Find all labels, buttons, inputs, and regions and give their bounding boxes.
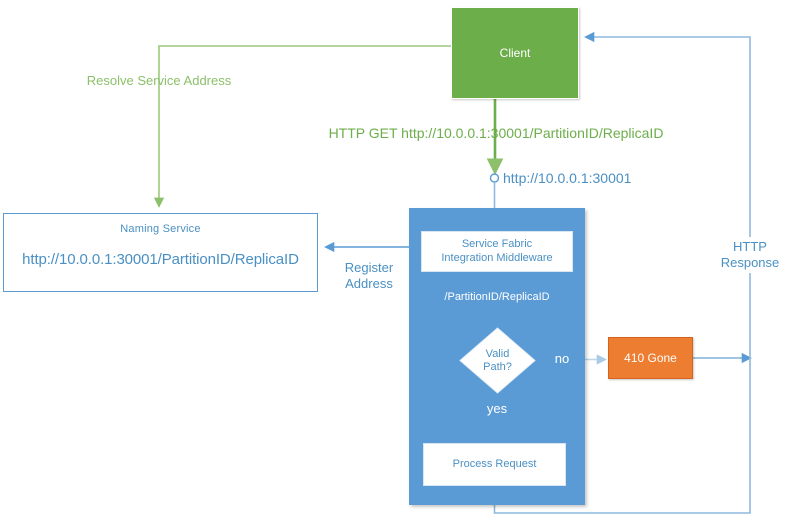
branch-no-label: no (544, 350, 580, 368)
partition-replica-path-label: /PartitionID/ReplicaID (421, 289, 573, 307)
register-address-line2: Address (345, 276, 393, 291)
resolve-service-address-text: Resolve Service Address (86, 73, 232, 89)
decision-label-line1: Valid (485, 347, 510, 360)
client-node[interactable]: Client (451, 7, 579, 99)
process-request-node[interactable]: Process Request (423, 443, 566, 486)
partition-replica-path-text: /PartitionID/ReplicaID (444, 291, 550, 304)
branch-yes-label: yes (473, 400, 521, 418)
http-response-line2: Response (720, 255, 780, 270)
branch-yes-text: yes (486, 401, 508, 417)
decision-label-line2: Path? (483, 360, 512, 373)
endpoint-url-label: http://10.0.0.1:30001 (503, 168, 663, 188)
middleware-label-line2: Integration Middleware (441, 251, 553, 264)
endpoint-url-text: http://10.0.0.1:30001 (503, 169, 632, 186)
endpoint-port-marker (489, 173, 500, 183)
resolve-service-address-label: Resolve Service Address (76, 71, 242, 91)
register-address-label: Register Address (333, 258, 405, 294)
http-response-line1: HTTP (733, 239, 767, 255)
http-response-label: HTTP Response (716, 237, 784, 273)
naming-service-node[interactable]: Naming Service http://10.0.0.1:30001/Par… (3, 213, 318, 292)
http-get-label: HTTP GET http://10.0.0.1:30001/Partition… (314, 122, 678, 144)
naming-service-title: Naming Service (120, 223, 201, 235)
http-get-text: HTTP GET http://10.0.0.1:30001/Partition… (328, 124, 664, 141)
client-label: Client (499, 45, 531, 60)
branch-no-text: no (554, 351, 570, 367)
middleware-label-line1: Service Fabric (461, 238, 533, 251)
410-gone-label: 410 Gone (624, 350, 677, 365)
process-request-label: Process Request (452, 457, 537, 470)
diamond-shape-icon (459, 327, 536, 394)
410-gone-node[interactable]: 410 Gone (608, 337, 693, 379)
register-address-line1: Register (344, 260, 394, 276)
naming-service-url: http://10.0.0.1:30001/PartitionID/Replic… (22, 251, 299, 269)
edge-resolve-service-address (153, 45, 451, 208)
valid-path-decision-node[interactable]: Valid Path? (459, 327, 536, 394)
valid-path-decision-label: Valid Path? (459, 327, 536, 394)
middleware-node[interactable]: Service Fabric Integration Middleware (421, 231, 573, 272)
